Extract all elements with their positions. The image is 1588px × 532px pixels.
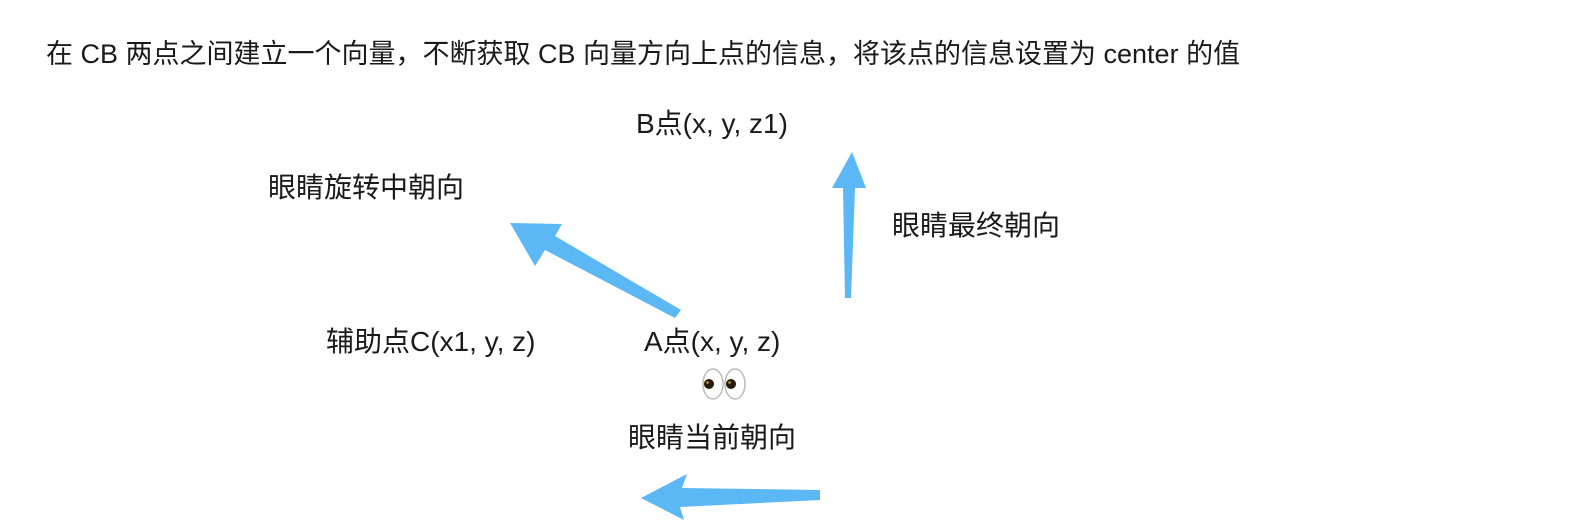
diagram-title: 在 CB 两点之间建立一个向量，不断获取 CB 向量方向上点的信息，将该点的信息… (46, 39, 1241, 69)
rotating-direction-arrow-icon (510, 223, 681, 318)
point-b-label: B点(x, y, z1) (636, 108, 788, 139)
point-a-label: A点(x, y, z) (644, 326, 781, 357)
final-direction-label: 眼睛最终朝向 (892, 210, 1061, 241)
current-direction-arrow-icon (641, 474, 820, 520)
current-direction-label: 眼睛当前朝向 (628, 422, 797, 453)
eyes-icon (702, 368, 746, 400)
helper-point-c-label: 辅助点C(x1, y, z) (326, 326, 536, 357)
final-direction-arrow-icon (832, 152, 866, 298)
rotating-direction-label: 眼睛旋转中朝向 (268, 172, 465, 203)
